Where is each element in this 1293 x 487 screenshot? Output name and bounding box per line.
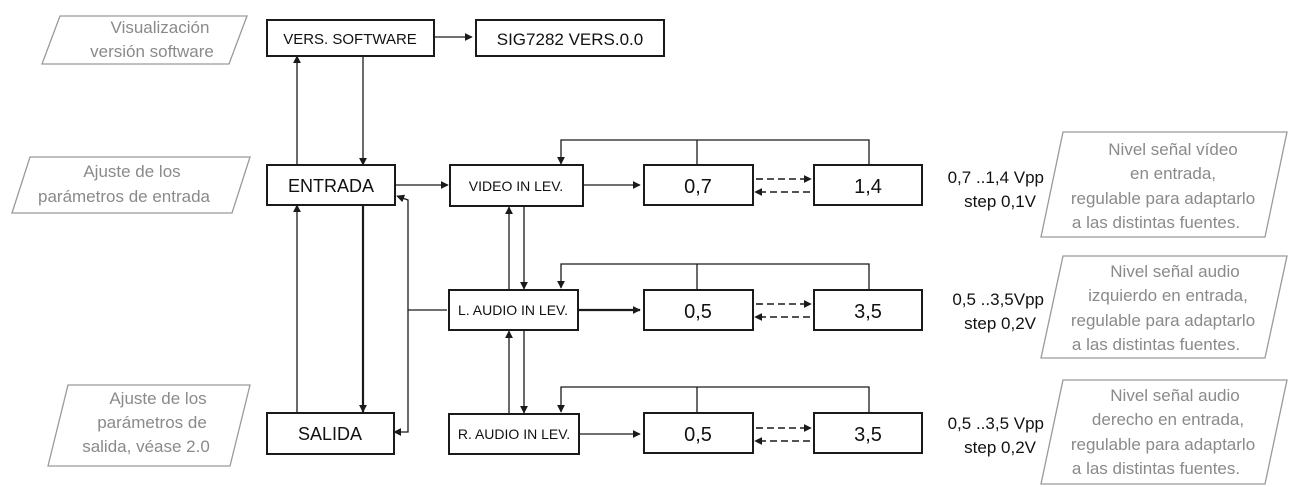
box-label: L. AUDIO IN LEV. [458, 302, 568, 318]
note-line: Ajuste de los [109, 389, 206, 408]
note-line: Visualización [111, 18, 210, 37]
note-line: Nivel señal audio [1110, 386, 1239, 405]
range-right-audio: 0,5 ..3,5 Vpp step 0,2V [948, 414, 1044, 457]
box-entrada: ENTRADA [266, 164, 396, 206]
note-line: versión software [90, 42, 214, 61]
box-salida: SALIDA [266, 412, 395, 455]
note-line: regulable para adaptarlo [1071, 311, 1255, 330]
note-left-audio-level: Nivel señal audio izquierdo en entrada, … [1040, 255, 1288, 359]
note-line: a las distintas fuentes. [1072, 459, 1240, 478]
note-version-display: Visualización versión software [41, 15, 248, 65]
range-line: step 0,2V [964, 438, 1036, 457]
box-label: VIDEO IN LEV. [469, 178, 563, 194]
note-line: regulable para adaptarlo [1071, 189, 1255, 208]
note-line: parámetros de entrada [38, 187, 211, 206]
box-right-audio-min: 0,5 [643, 412, 754, 454]
note-line: derecho en entrada, [1092, 410, 1244, 429]
note-line: a las distintas fuentes. [1072, 213, 1240, 232]
note-line: parámetros de [97, 413, 207, 432]
note-input-parameters: Ajuste de los parámetros de entrada [11, 156, 251, 214]
note-line: en entrada, [1130, 164, 1216, 183]
box-vers-software: VERS. SOFTWARE [266, 19, 435, 57]
range-line: step 0,2V [964, 314, 1036, 333]
note-line: izquierdo en entrada, [1088, 286, 1248, 305]
note-line: salida, véase 2.0 [82, 437, 210, 456]
box-label: 0,7 [684, 176, 712, 198]
connectors [293, 33, 870, 445]
note-right-audio-level: Nivel señal audio derecho en entrada, re… [1040, 379, 1288, 485]
box-label: SIG7282 VERS.0.0 [497, 30, 643, 49]
box-label: VERS. SOFTWARE [283, 31, 417, 48]
range-left-audio: 0,5 ..3,5Vpp step 0,2V [952, 290, 1044, 333]
box-video-max: 1,4 [813, 164, 923, 206]
box-left-audio-max: 3,5 [813, 289, 923, 331]
box-left-audio-min: 0,5 [643, 289, 754, 331]
range-line: step 0,1V [964, 192, 1036, 211]
box-label: ENTRADA [288, 176, 374, 196]
range-line: 0,5 ..3,5Vpp [952, 290, 1044, 309]
note-line: Nivel señal vídeo [1108, 140, 1237, 159]
range-line: 0,5 ..3,5 Vpp [948, 414, 1044, 433]
range-video: 0,7 ..1,4 Vpp step 0,1V [948, 168, 1044, 211]
note-line: a las distintas fuentes. [1072, 335, 1240, 354]
box-label: 1,4 [854, 176, 882, 198]
box-label: 0,5 [684, 424, 712, 446]
range-line: 0,7 ..1,4 Vpp [948, 168, 1044, 187]
box-label: 3,5 [854, 301, 882, 323]
note-output-parameters: Ajuste de los parámetros de salida, véas… [47, 384, 251, 467]
box-right-audio-in-level: R. AUDIO IN LEV. [448, 413, 580, 455]
note-line: Ajuste de los [83, 162, 180, 181]
note-line: regulable para adaptarlo [1071, 435, 1255, 454]
box-label: SALIDA [298, 424, 362, 444]
box-software-version-value: SIG7282 VERS.0.0 [475, 19, 665, 57]
box-right-audio-max: 3,5 [813, 412, 923, 454]
box-label: 3,5 [854, 424, 882, 446]
box-video-in-level: VIDEO IN LEV. [449, 164, 584, 207]
box-left-audio-in-level: L. AUDIO IN LEV. [448, 289, 579, 331]
box-label: R. AUDIO IN LEV. [458, 426, 570, 442]
box-label: 0,5 [684, 301, 712, 323]
note-line: Nivel señal audio [1110, 262, 1239, 281]
note-video-level: Nivel señal vídeo en entrada, regulable … [1040, 131, 1288, 238]
box-video-min: 0,7 [643, 164, 754, 206]
